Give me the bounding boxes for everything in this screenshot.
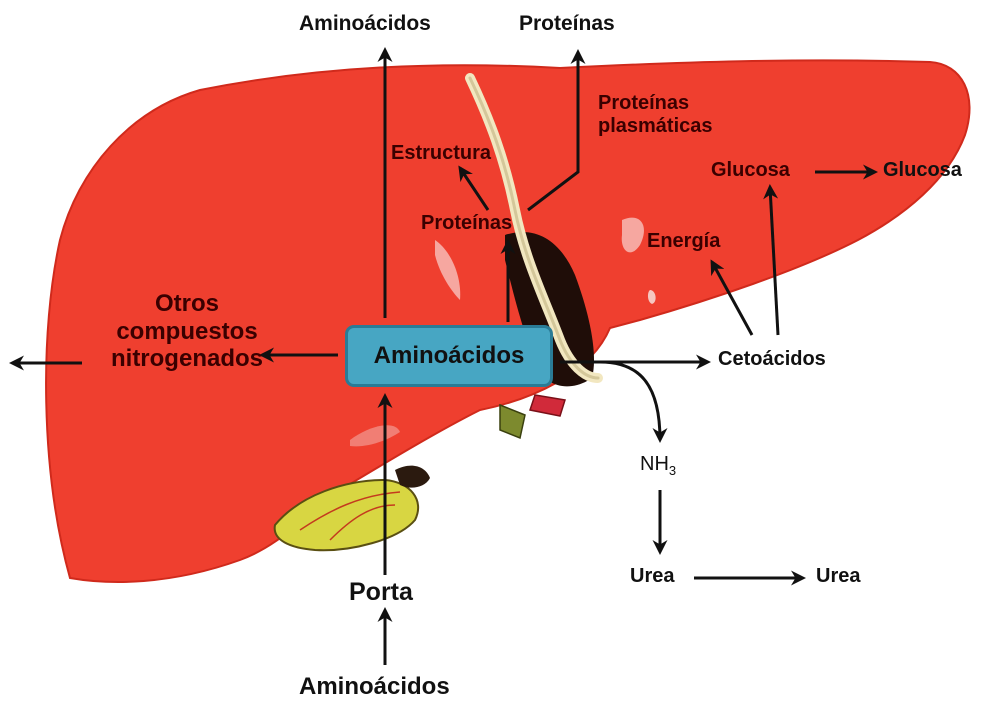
portal-vein-stub — [530, 395, 565, 416]
label-aminoacidos-top: Aminoácidos — [299, 12, 431, 36]
label-energia: Energía — [647, 230, 720, 253]
label-cetoacidos: Cetoácidos — [718, 348, 826, 371]
label-proteinas-top: Proteínas — [519, 12, 615, 36]
bile-duct-stub — [500, 405, 525, 438]
arrow-to-nh3 — [600, 362, 660, 440]
label-glucosa-outer: Glucosa — [883, 159, 962, 182]
label-proteinas-plasmaticas: Proteínas plasmáticas — [598, 92, 758, 138]
aminoacidos-center-box: Aminoácidos — [345, 325, 553, 387]
nh3-base: NH — [640, 453, 669, 475]
label-otros-compuestos: Otros compuestos nitrogenados — [87, 290, 287, 373]
label-urea-left: Urea — [630, 565, 674, 588]
label-proteinas-inner: Proteínas — [421, 212, 512, 235]
gallbladder-dark-edge — [395, 466, 430, 488]
label-nh3: NH3 — [640, 453, 676, 479]
nh3-subscript: 3 — [669, 463, 676, 478]
label-estructura: Estructura — [391, 142, 491, 165]
label-urea-right: Urea — [816, 565, 860, 588]
center-box-label: Aminoácidos — [374, 342, 525, 370]
label-glucosa-inner: Glucosa — [711, 159, 790, 182]
label-porta: Porta — [349, 578, 413, 607]
label-aminoacidos-bottom: Aminoácidos — [299, 673, 450, 701]
